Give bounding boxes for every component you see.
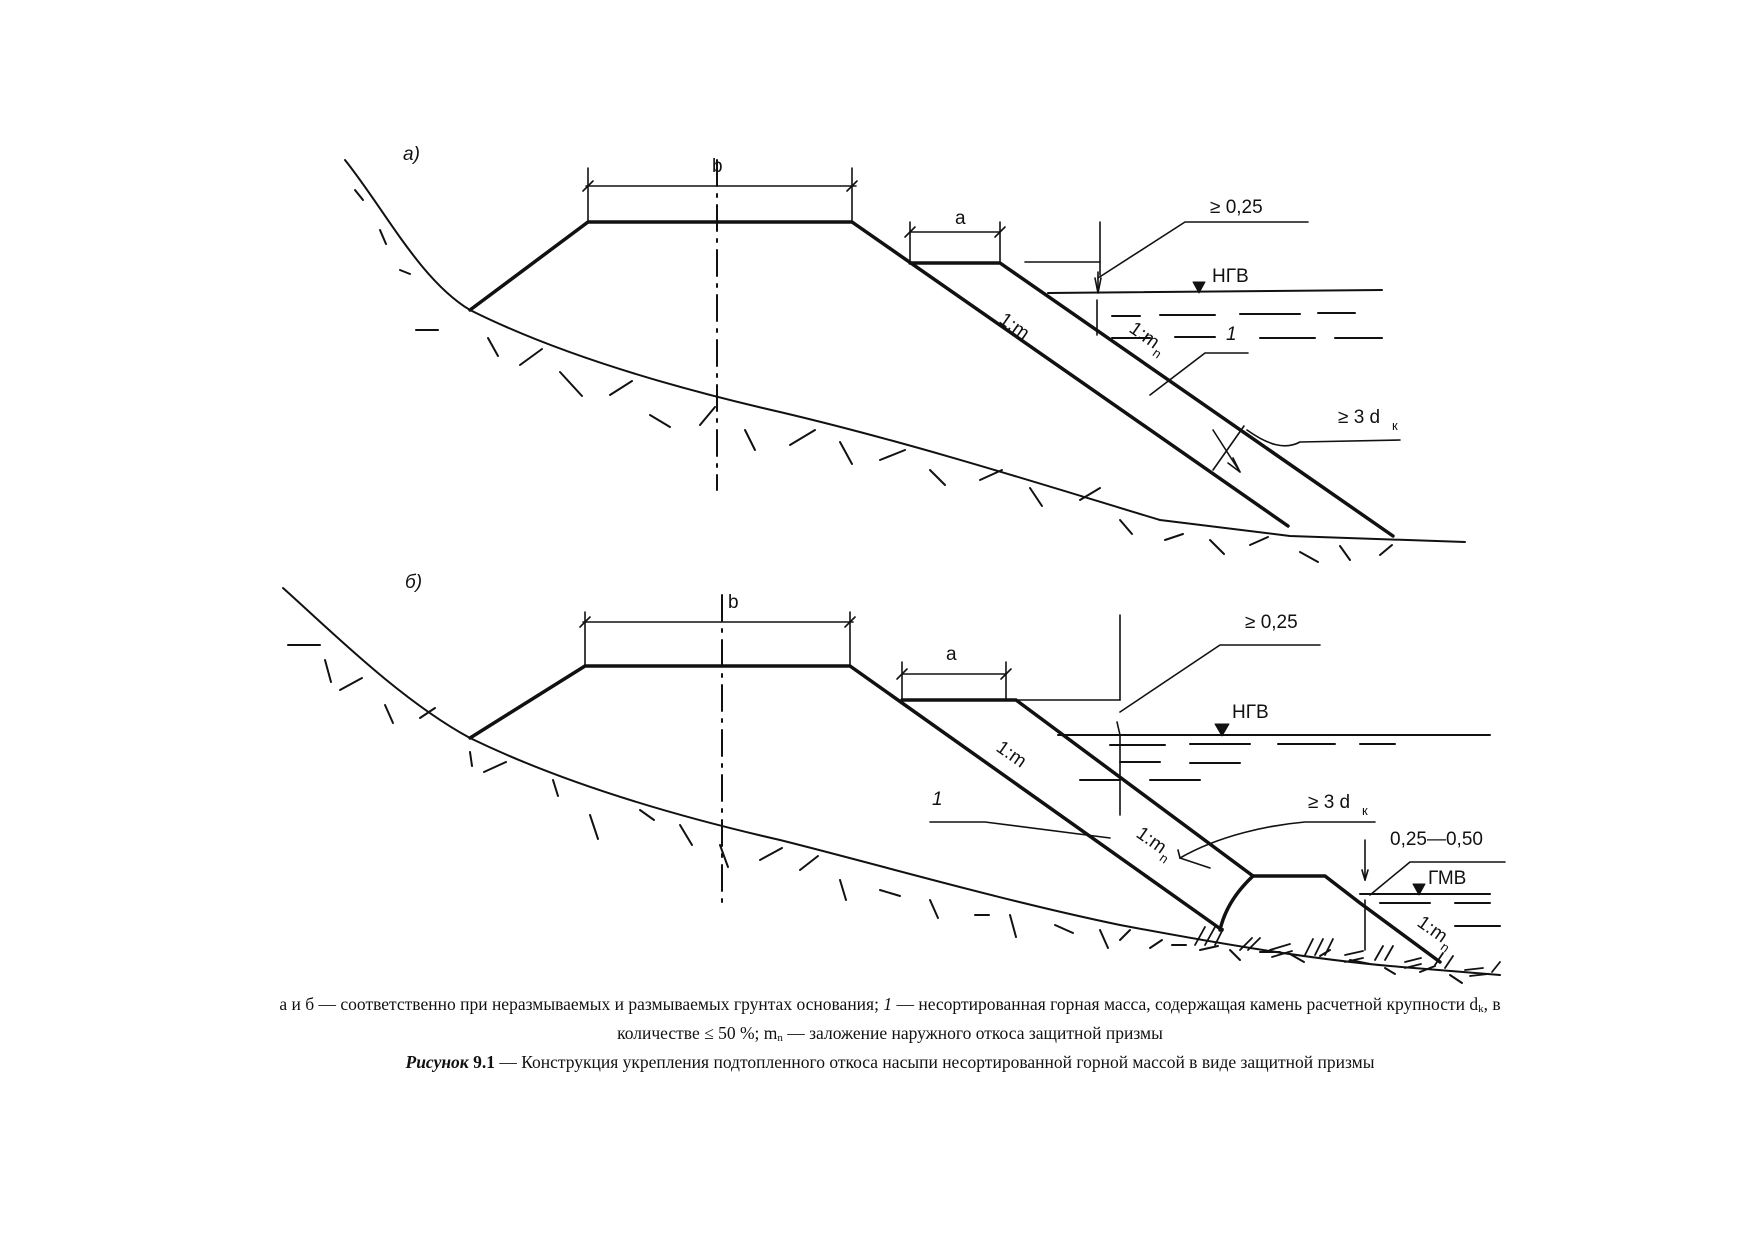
item-number-label-b: 1 [932, 789, 943, 810]
dim-label-a-a: a [955, 208, 966, 229]
dim-label-b-b: b [728, 592, 739, 613]
figure-drawing: а) b a ≥ 0,25 НГВ 1:m 1:m n 1 ≥ 3 d к б)… [282, 144, 1506, 984]
svg-text:к: к [1362, 803, 1368, 818]
prism-inner-edge-b [1218, 874, 1255, 932]
water-level-label-a: НГВ [1212, 266, 1249, 287]
low-water-level-label-b: ГМВ [1428, 868, 1466, 889]
freeboard-label-b: ≥ 0,25 [1245, 612, 1298, 633]
thickness-label-b: ≥ 3 d к [1308, 792, 1368, 818]
ground-hatching-a [354, 189, 1393, 563]
svg-text:≥ 3 d: ≥ 3 d [1338, 407, 1380, 428]
thickness-label-a: ≥ 3 d к [1338, 407, 1398, 433]
svg-text:≥ 3 d: ≥ 3 d [1308, 792, 1350, 813]
panel-b [282, 587, 1506, 984]
erodible-base-hatching-b [1194, 926, 1501, 977]
embankment-body-b [468, 664, 1224, 932]
panel-label-a: а) [403, 144, 420, 165]
dim-label-a-b: a [946, 644, 957, 665]
slope-label-inner-a: 1:m [995, 309, 1033, 344]
ground-hatching-b [287, 644, 1463, 984]
figure-title: Рисунок 9.1 — Конструкция укрепления под… [405, 1052, 1375, 1072]
item-number-label-a: 1 [1226, 324, 1237, 345]
caption-line-2: количестве ≤ 50 %; mn — заложение наружн… [617, 1023, 1163, 1044]
water-level-line-a [1047, 289, 1383, 294]
slope-label-toe-b: 1:m n [1413, 912, 1452, 956]
freeboard-label-a: ≥ 0,25 [1210, 197, 1263, 218]
protective-prism-b [900, 698, 1442, 964]
figure-caption: а и б — соответственно при неразмываемых… [160, 992, 1620, 1074]
water-level-label-b: НГВ [1232, 702, 1269, 723]
protective-prism-a [908, 261, 1395, 538]
svg-text:к: к [1392, 418, 1398, 433]
caption-line-1: а и б — соответственно при неразмываемых… [279, 994, 1501, 1015]
panel-label-b: б) [405, 572, 422, 593]
panel-a [344, 159, 1466, 563]
ground-line-a [344, 159, 1466, 543]
slope-label-outer-b: 1:m n [1132, 823, 1171, 867]
ground-line-b [282, 587, 1501, 976]
embankment-body-a [468, 220, 1290, 528]
slope-label-inner-b: 1:m [992, 737, 1030, 772]
low-freeboard-label-b: 0,25—0,50 [1390, 829, 1483, 850]
dim-label-b-a: b [712, 156, 723, 177]
